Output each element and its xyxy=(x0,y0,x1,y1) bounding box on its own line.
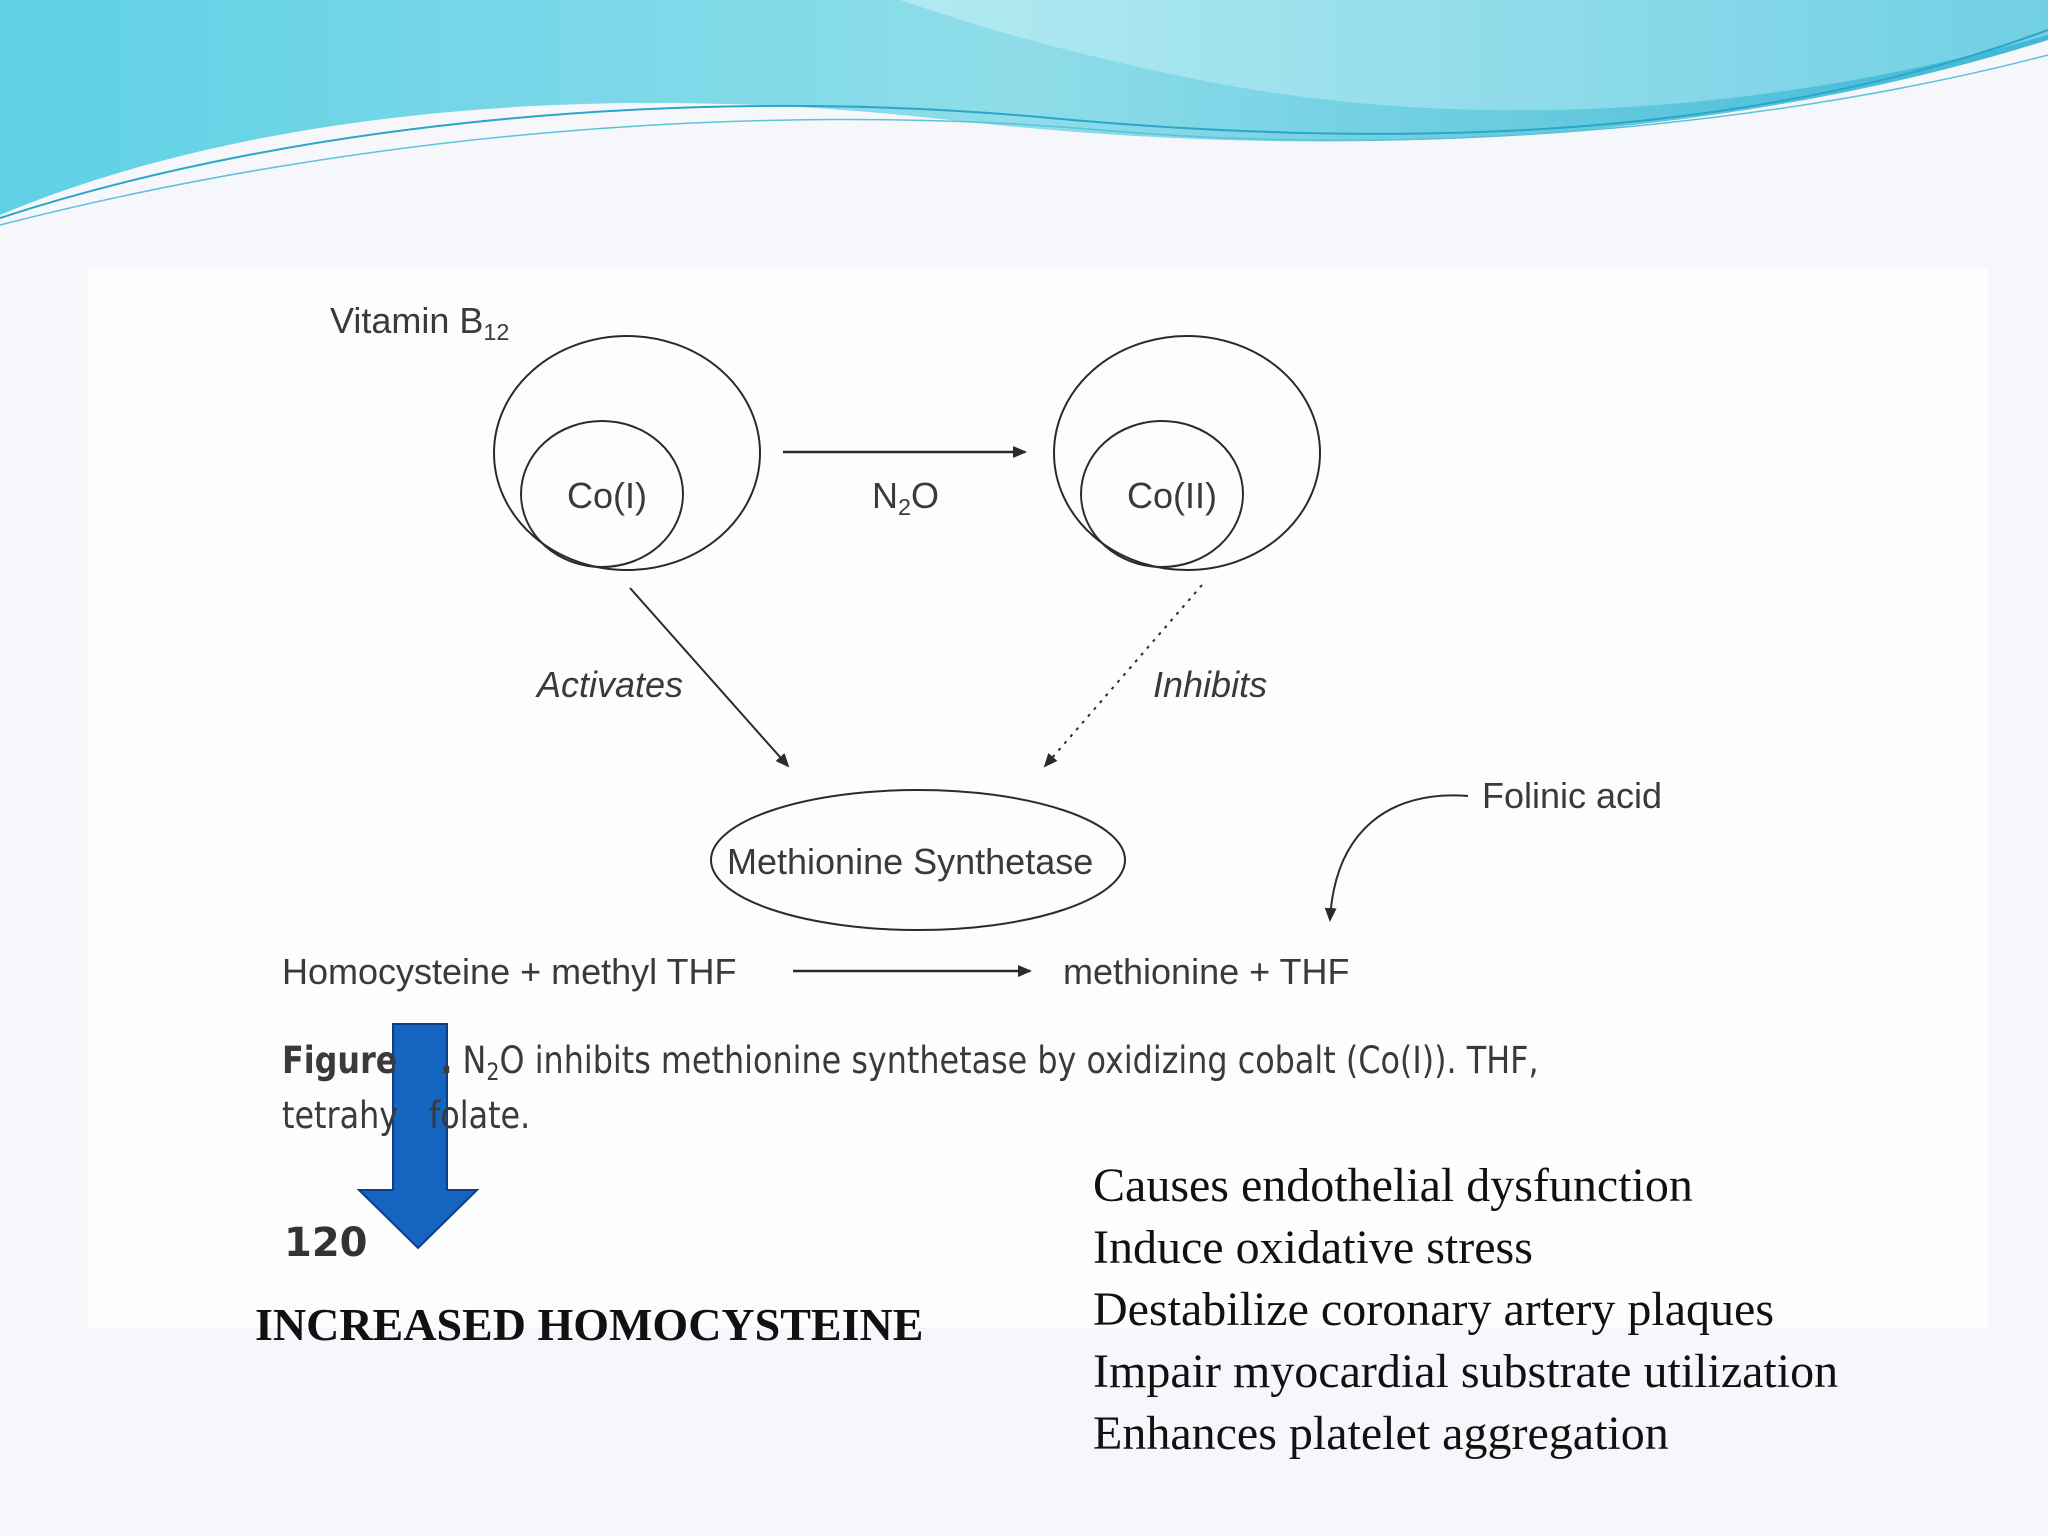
increased-homocysteine-label: INCREASED HOMOCYSTEINE xyxy=(255,1299,924,1350)
activates-label: Activates xyxy=(537,664,684,705)
co2-outer-circle xyxy=(1053,335,1321,571)
page-number: 120 xyxy=(284,1220,368,1266)
effect-item: Causes endothelial dysfunction xyxy=(1093,1159,1693,1212)
reactants-label: Homocysteine + methyl THF xyxy=(282,951,737,992)
inhibits-arrow xyxy=(1043,584,1203,768)
folinic-acid-arrow xyxy=(1324,794,1469,922)
folinic-acid-label: Folinic acid xyxy=(1482,775,1663,816)
down-arrow-icon xyxy=(356,1023,480,1250)
products-label: methionine + THF xyxy=(1063,951,1350,992)
enzyme-label: Methionine Synthetase xyxy=(727,841,1094,882)
vitamin-b12-outer-circle xyxy=(493,335,761,571)
co1-label: Co(I) xyxy=(567,475,647,516)
effects-list: Causes endothelial dysfunction Induce ox… xyxy=(1093,1155,1838,1465)
activates-arrow xyxy=(629,587,790,768)
methionine-synthetase-ellipse xyxy=(710,789,1126,931)
vitamin-b12-label: Vitamin B12 xyxy=(330,300,510,346)
header-wave xyxy=(0,0,2048,226)
n2o-label: N2O xyxy=(872,475,940,521)
co1-inner-circle xyxy=(520,420,684,568)
effect-item: Enhances platelet aggregation xyxy=(1093,1407,1669,1460)
inhibits-label: Inhibits xyxy=(1153,664,1268,705)
figure-caption-line1: Figure. N2O inhibits methionine syntheta… xyxy=(282,1039,1539,1087)
co2-inner-circle xyxy=(1080,420,1244,568)
effect-item: Impair myocardial substrate utilization xyxy=(1093,1345,1839,1398)
effect-item: Destabilize coronary artery plaques xyxy=(1093,1283,1775,1336)
co2-label: Co(II) xyxy=(1127,475,1217,516)
effect-item: Induce oxidative stress xyxy=(1093,1221,1533,1274)
